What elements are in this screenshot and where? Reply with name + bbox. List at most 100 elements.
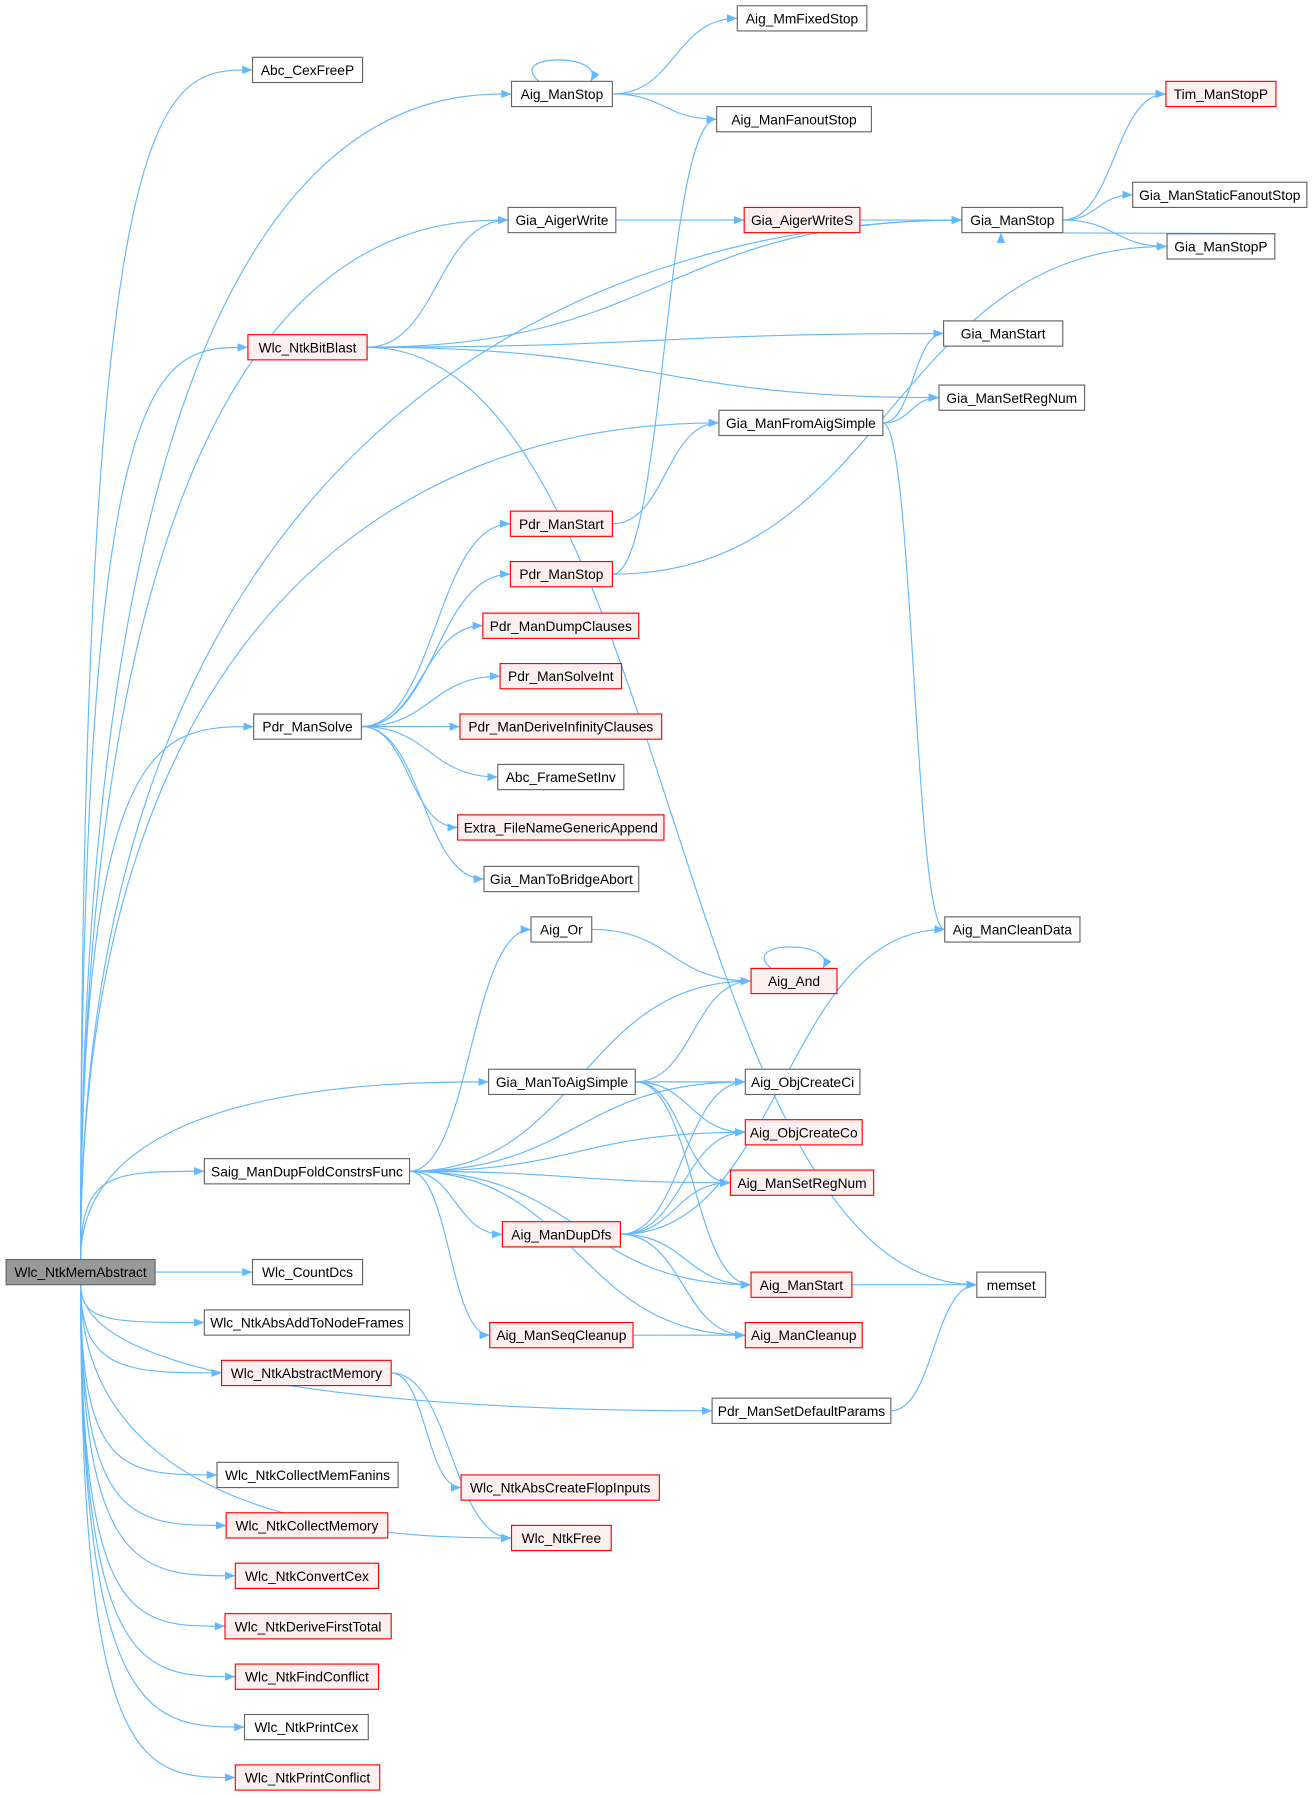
node-box: [729, 1169, 875, 1196]
node-label: Saig_ManDupFoldConstrsFunc: [211, 1164, 403, 1179]
edge-wlc-ntk-mem-abstract-to-wlc-ntk-abstract-memory: [80, 1284, 222, 1378]
edge-saig-man-dup-fold-constrs-func-to-aig-obj-create-ci: [409, 1077, 746, 1172]
nodes-layer: Wlc_NtkMemAbstract Abc_CexFreeP Aig_ManSto…: [5, 5, 1308, 1791]
node-extra-file-name-generic-append[interactable]: Extra_FileNameGenericAppend: [457, 814, 665, 841]
node-wlc-ntk-abstract-memory[interactable]: Wlc_NtkAbstractMemory: [221, 1359, 392, 1387]
node-gia-aiger-write[interactable]: Gia_AigerWrite: [507, 206, 617, 234]
node-aig-man-dup-dfs[interactable]: Aig_ManDupDfs: [501, 1221, 621, 1248]
edge-wlc-ntk-mem-abstract-to-gia-man-to-aig-simple: [80, 1077, 489, 1260]
edge-wlc-ntk-abstract-memory-to-wlc-ntk-free: [391, 1372, 512, 1543]
node-aig-man-start[interactable]: Aig_ManStart: [750, 1271, 853, 1298]
edge-gia-man-stop-to-gia-man-static-fanout-stop: [1062, 190, 1133, 221]
node-abc-frame-set-inv[interactable]: Abc_FrameSetInv: [497, 763, 625, 791]
node-pdr-man-start[interactable]: Pdr_ManStart: [509, 510, 613, 537]
node-label: Aig_ObjCreateCo: [750, 1125, 858, 1140]
node-aig-mm-fixed-stop[interactable]: Aig_MmFixedStop: [736, 5, 868, 32]
node-box: [251, 1258, 364, 1286]
node-label: Wlc_NtkAbsCreateFlopInputs: [470, 1481, 650, 1496]
edge-aig-man-stop-to-aig-man-fanout-stop: [612, 93, 717, 124]
node-gia-man-start[interactable]: Gia_ManStart: [943, 320, 1064, 347]
node-aig-man-stop[interactable]: Aig_ManStop: [510, 80, 613, 108]
node-label: Gia_ManSetRegNum: [946, 391, 1077, 406]
node-gia-man-stop-p[interactable]: Gia_ManStopP: [1166, 233, 1276, 260]
edge-aig-or-to-aig-and: [591, 928, 752, 986]
node-label: Extra_FileNameGenericAppend: [464, 821, 658, 836]
node-wlc-ntk-free[interactable]: Wlc_NtkFree: [510, 1524, 612, 1552]
edge-aig-man-stop-to-aig-man-stop: [531, 59, 600, 82]
node-label: Gia_ManToAigSimple: [496, 1075, 629, 1090]
node-box: [221, 1359, 392, 1387]
node-box: [1166, 233, 1276, 260]
edge-wlc-ntk-mem-abstract-to-pdr-man-solve: [80, 722, 254, 1260]
node-aig-obj-create-ci[interactable]: Aig_ObjCreateCi: [744, 1068, 861, 1096]
node-pdr-man-set-default-params[interactable]: Pdr_ManSetDefaultParams: [711, 1397, 892, 1424]
node-label: Abc_CexFreeP: [261, 63, 354, 78]
node-pdr-man-stop[interactable]: Pdr_ManStop: [509, 560, 613, 588]
node-wlc-ntk-abs-add-to-node-frames[interactable]: Wlc_NtkAbsAddToNodeFrames: [203, 1309, 411, 1336]
node-aig-man-set-reg-num[interactable]: Aig_ManSetRegNum: [729, 1169, 875, 1196]
node-wlc-ntk-derive-first-total[interactable]: Wlc_NtkDeriveFirstTotal: [224, 1613, 392, 1640]
node-wlc-ntk-print-conflict[interactable]: Wlc_NtkPrintConflict: [234, 1764, 381, 1791]
node-box: [234, 1562, 380, 1589]
edge-pdr-man-solve-to-abc-frame-set-inv: [361, 726, 498, 782]
node-aig-or[interactable]: Aig_Or: [530, 916, 593, 943]
edge-aig-man-dup-dfs-to-aig-man-start: [620, 1233, 752, 1289]
node-box: [718, 409, 884, 437]
node-box: [234, 1663, 380, 1690]
edge-pdr-man-solve-to-extra-file-name-generic-append: [361, 726, 458, 832]
edge-saig-man-dup-fold-constrs-func-to-aig-man-set-reg-num: [409, 1170, 731, 1187]
node-wlc-ntk-mem-abstract[interactable]: Wlc_NtkMemAbstract: [5, 1258, 156, 1286]
edge-wlc-ntk-mem-abstract-to-wlc-ntk-collect-mem-fanins: [80, 1284, 217, 1480]
edge-wlc-ntk-bit-blast-to-gia-man-stop: [367, 215, 962, 348]
node-box: [459, 713, 663, 740]
node-aig-man-cleanup[interactable]: Aig_ManCleanup: [744, 1321, 863, 1349]
node-aig-and[interactable]: Aig_And: [750, 967, 838, 995]
node-label: Tim_ManStopP: [1174, 87, 1268, 102]
node-wlc-ntk-abs-create-flop-inputs[interactable]: Wlc_NtkAbsCreateFlopInputs: [460, 1474, 660, 1501]
edge-aig-and-to-aig-and: [763, 946, 832, 969]
edge-aig-man-dup-dfs-to-aig-man-set-reg-num: [620, 1178, 731, 1235]
node-gia-man-from-aig-simple[interactable]: Gia_ManFromAigSimple: [718, 409, 884, 437]
node-wlc-ntk-collect-memory[interactable]: Wlc_NtkCollectMemory: [225, 1512, 389, 1539]
node-gia-aiger-write-s[interactable]: Gia_AigerWriteS: [743, 206, 861, 234]
node-wlc-ntk-find-conflict[interactable]: Wlc_NtkFindConflict: [234, 1663, 380, 1690]
node-tim-man-stop-p[interactable]: Tim_ManStopP: [1165, 80, 1277, 108]
node-pdr-man-solve-int[interactable]: Pdr_ManSolveInt: [499, 662, 623, 690]
node-box: [483, 865, 640, 893]
node-gia-man-set-reg-num[interactable]: Gia_ManSetRegNum: [938, 384, 1086, 411]
edge-wlc-ntk-mem-abstract-to-wlc-ntk-abs-add-to-node-frames: [80, 1284, 205, 1327]
node-gia-man-to-bridge-abort[interactable]: Gia_ManToBridgeAbort: [483, 865, 640, 893]
node-pdr-man-solve[interactable]: Pdr_ManSolve: [253, 713, 362, 740]
node-wlc-ntk-bit-blast[interactable]: Wlc_NtkBitBlast: [247, 334, 368, 361]
node-box: [482, 612, 640, 639]
edge-pdr-man-solve-to-pdr-man-dump-clauses: [361, 621, 483, 728]
node-wlc-ntk-print-cex[interactable]: Wlc_NtkPrintCex: [243, 1713, 369, 1741]
node-box: [961, 206, 1064, 234]
node-wlc-ntk-convert-cex[interactable]: Wlc_NtkConvertCex: [234, 1562, 380, 1589]
node-wlc-ntk-collect-mem-fanins[interactable]: Wlc_NtkCollectMemFanins: [216, 1461, 399, 1489]
node-gia-man-static-fanout-stop[interactable]: Gia_ManStaticFanoutStop: [1132, 181, 1308, 209]
node-gia-man-to-aig-simple[interactable]: Gia_ManToAigSimple: [488, 1068, 636, 1096]
node-box: [224, 1613, 392, 1640]
node-aig-obj-create-co[interactable]: Aig_ObjCreateCo: [744, 1119, 863, 1146]
node-pdr-man-derive-infinity-clauses[interactable]: Pdr_ManDeriveInfinityClauses: [459, 713, 663, 740]
node-box: [750, 1271, 853, 1298]
node-aig-man-clean-data[interactable]: Aig_ManCleanData: [944, 916, 1081, 943]
node-gia-man-stop[interactable]: Gia_ManStop: [961, 206, 1064, 234]
node-saig-man-dup-fold-constrs-func[interactable]: Saig_ManDupFoldConstrsFunc: [203, 1158, 411, 1185]
node-box: [509, 510, 613, 537]
node-label: Gia_ManFromAigSimple: [726, 416, 876, 431]
node-box: [711, 1397, 892, 1424]
node-aig-man-fanout-stop[interactable]: Aig_ManFanoutStop: [716, 106, 872, 133]
node-pdr-man-dump-clauses[interactable]: Pdr_ManDumpClauses: [482, 612, 640, 639]
node-abc-cex-free-p[interactable]: Abc_CexFreeP: [251, 56, 364, 84]
node-label: memset: [987, 1278, 1036, 1293]
node-box: [460, 1474, 660, 1501]
edge-pdr-man-solve-to-pdr-man-start: [361, 519, 511, 728]
edge-pdr-man-stop-to-aig-man-fanout-stop: [612, 115, 717, 575]
node-wlc-count-dcs[interactable]: Wlc_CountDcs: [251, 1258, 364, 1286]
node-aig-man-seq-cleanup[interactable]: Aig_ManSeqCleanup: [489, 1321, 634, 1349]
node-memset[interactable]: memset: [976, 1271, 1047, 1298]
node-label: Aig_ManStop: [521, 87, 604, 102]
node-box: [938, 384, 1086, 411]
